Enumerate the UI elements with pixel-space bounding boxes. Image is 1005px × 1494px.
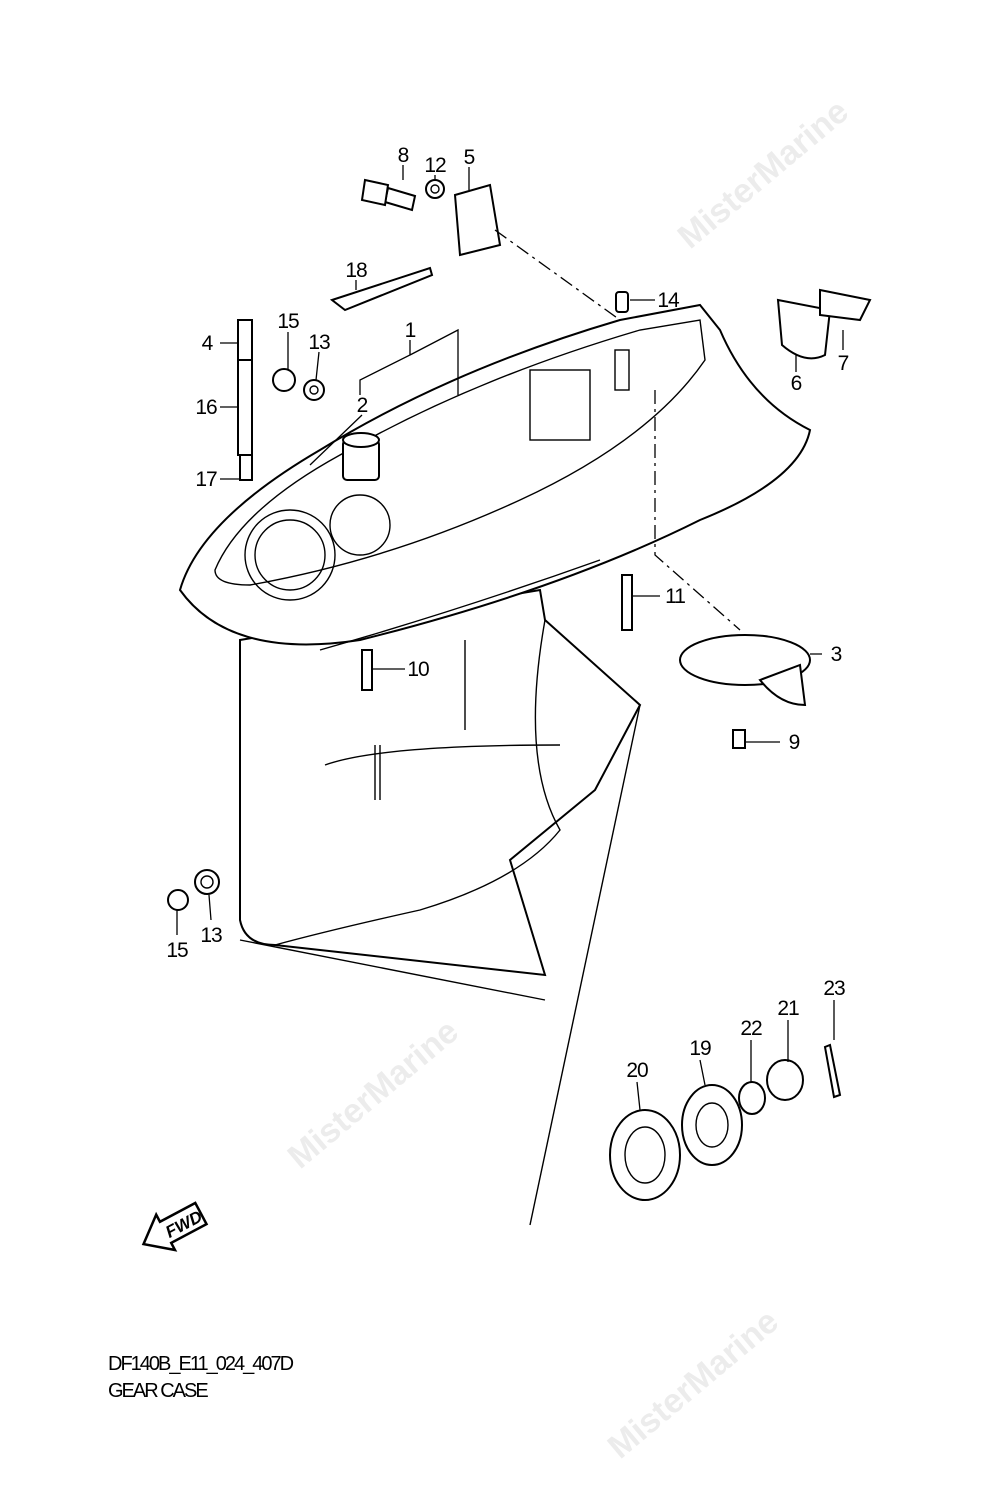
diagram-code: DF140B_E11_024_407D [108, 1353, 294, 1375]
part-9 [732, 729, 746, 749]
watermark-text: MisterMarine [601, 1302, 786, 1466]
callout: 16 [195, 396, 217, 419]
part-18-tie [329, 266, 434, 312]
gear-case-housing [178, 303, 812, 1226]
callout: 21 [777, 997, 799, 1020]
part-23-pin [823, 1043, 842, 1099]
diagram-title: GEAR CASE [108, 1380, 209, 1402]
callout: 4 [202, 332, 214, 355]
callout: 6 [791, 372, 802, 395]
callout: 15 [166, 939, 188, 962]
callout: 13 [200, 924, 222, 947]
part-10-bolt [361, 649, 373, 691]
leader-lines [176, 165, 844, 1111]
callout: 17 [195, 468, 217, 491]
callout: 9 [789, 731, 800, 754]
watermark-text: MisterMarine [671, 92, 856, 256]
part-6 [776, 298, 832, 360]
callout: 10 [407, 658, 429, 681]
part-16-pin [237, 359, 253, 456]
callout: 20 [626, 1059, 648, 1082]
callout: 18 [345, 259, 367, 282]
part-5-anode [453, 183, 502, 257]
part-20 [609, 1109, 681, 1201]
callout: 11 [665, 585, 685, 608]
callout: 22 [740, 1017, 762, 1040]
callout: 2 [357, 394, 368, 417]
callout: 1 [405, 319, 416, 342]
callout-labels: 8 12 5 18 14 4 15 13 1 2 16 17 7 6 11 3 … [166, 144, 849, 1082]
fwd-arrow-icon: FWD [141, 1201, 209, 1252]
callout: 15 [277, 310, 299, 333]
callout: 3 [831, 643, 842, 666]
watermark-text: MisterMarine [281, 1012, 466, 1176]
callout: 5 [464, 146, 475, 169]
callout: 7 [838, 352, 849, 375]
callout: 19 [689, 1037, 711, 1060]
callout: 23 [823, 977, 845, 1000]
part-8-bolt [360, 178, 390, 207]
part-11-bolt [621, 574, 633, 631]
callout: 8 [398, 144, 409, 167]
callout: 12 [424, 154, 446, 177]
callout: 14 [657, 289, 680, 312]
part-7 [819, 288, 872, 322]
alignment-dash-lines [494, 229, 741, 631]
callout: 13 [308, 331, 330, 354]
part-19 [681, 1084, 743, 1166]
part-21-nut [766, 1059, 804, 1101]
small-parts [167, 178, 872, 1201]
